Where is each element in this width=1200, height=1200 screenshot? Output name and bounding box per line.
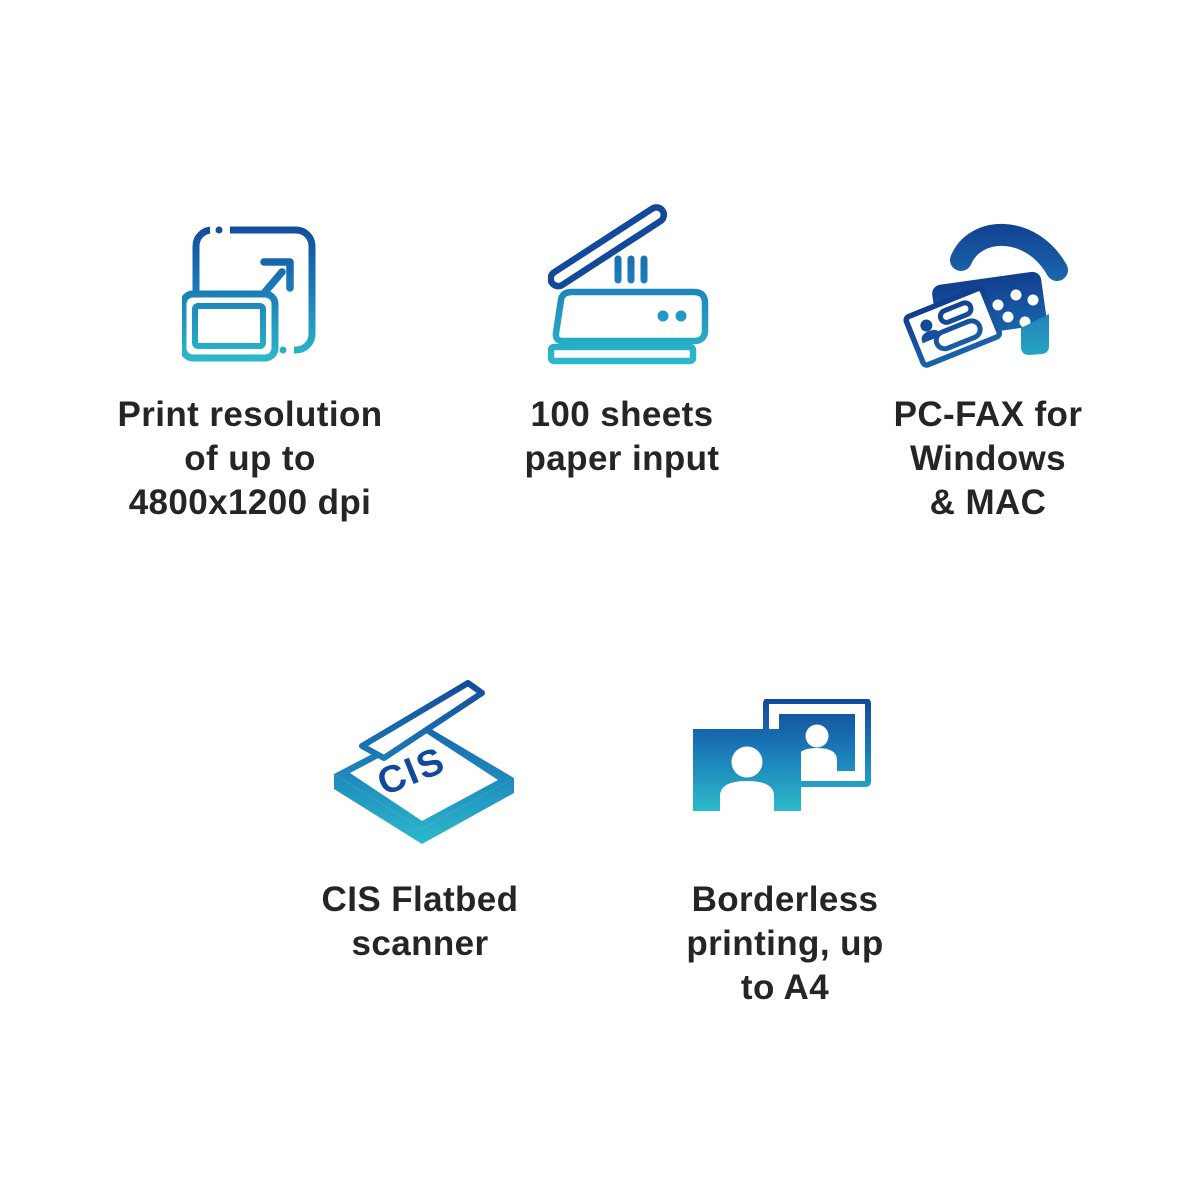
phone-handset (950, 223, 1068, 281)
feature-borderless (693, 699, 871, 811)
fax-machine-icon (903, 223, 1068, 368)
borderless-photos-icon (693, 699, 871, 811)
feature-cis-scanner: CIS (328, 678, 518, 846)
fax-output-page (903, 285, 1003, 368)
caption-print-resolution: Print resolution of up to 4800x1200 dpi (117, 395, 383, 522)
caption-borderless: Borderless printing, up to A4 (686, 880, 884, 1007)
caption-paper-input: 100 sheets paper input (524, 395, 720, 478)
feature-pc-fax (903, 220, 1071, 380)
cis-flatbed-icon: CIS (334, 680, 514, 844)
feature-paper-input (548, 195, 710, 365)
scanner-open-lid-icon (548, 204, 709, 365)
scanner-lid (359, 680, 485, 761)
person-silhouette (797, 724, 837, 771)
expand-print-area-icon (182, 223, 316, 362)
caption-cis-scanner: CIS Flatbed scanner (321, 880, 519, 963)
caption-pc-fax: PC-FAX for Windows & MAC (893, 395, 1083, 522)
person-silhouette (720, 746, 774, 811)
feature-print-resolution (182, 222, 322, 364)
